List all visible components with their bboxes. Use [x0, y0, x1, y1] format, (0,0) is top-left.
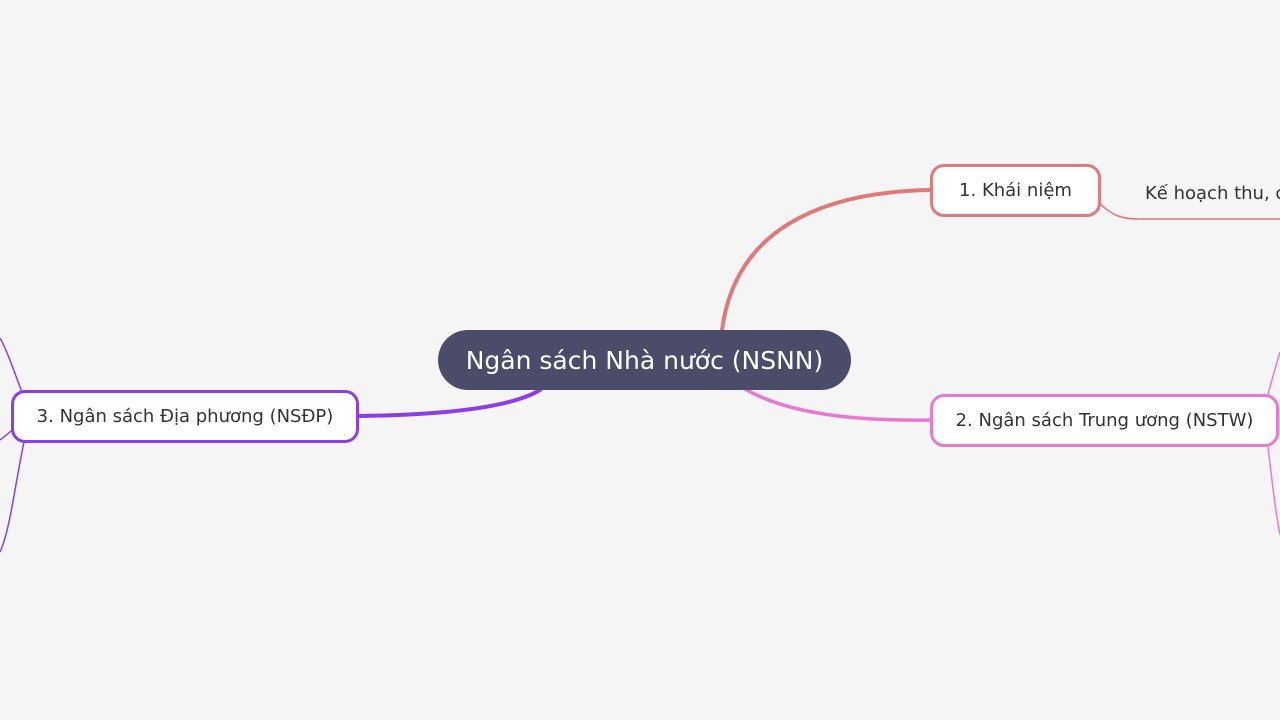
connector-nsdp-child-mid [0, 429, 13, 441]
central-topic[interactable]: Ngân sách Nhà nước (NSNN) [438, 330, 851, 390]
topic-ngan-sach-dia-phuong-label: 3. Ngân sách Địa phương (NSĐP) [36, 406, 334, 427]
topic-khai-niem[interactable]: 1. Khái niệm [930, 164, 1101, 217]
connector-central-to-nsdp [357, 388, 542, 418]
connector-central-to-nstw [743, 387, 932, 422]
topic-ngan-sach-trung-uong-label: 2. Ngân sách Trung ương (NSTW) [955, 410, 1254, 431]
topic-ngan-sach-trung-uong[interactable]: 2. Ngân sách Trung ương (NSTW) [930, 394, 1279, 447]
connector-nstw-child-up [1267, 351, 1280, 395]
subtopic-khai-niem-text[interactable]: Kế hoạch thu, c [1145, 183, 1280, 204]
connector-central-to-khai-niem [720, 188, 932, 332]
connector-khai-niem-to-leaf [1099, 203, 1280, 220]
central-topic-label: Ngân sách Nhà nước (NSNN) [465, 345, 824, 375]
topic-ngan-sach-dia-phuong[interactable]: 3. Ngân sách Địa phương (NSĐP) [11, 390, 359, 443]
subtopic-khai-niem-label: Kế hoạch thu, c [1145, 183, 1280, 204]
connector-nsdp-child-up [0, 337, 23, 393]
connector-nstw-child-down [1267, 446, 1280, 536]
connector-nsdp-child-down [0, 441, 25, 553]
topic-khai-niem-label: 1. Khái niệm [959, 180, 1072, 201]
